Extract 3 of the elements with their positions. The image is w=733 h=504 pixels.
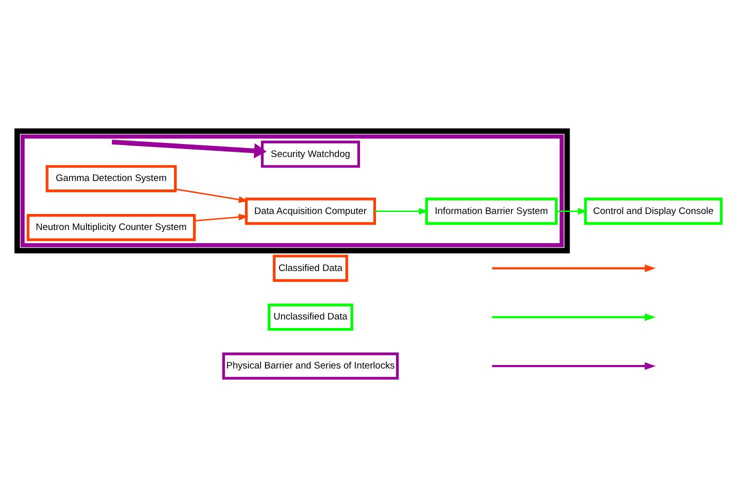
legend-label: Physical Barrier and Series of Interlocks [226, 360, 395, 372]
legend-label: Unclassified Data [274, 312, 348, 323]
legend-label: Classified Data [278, 262, 342, 274]
